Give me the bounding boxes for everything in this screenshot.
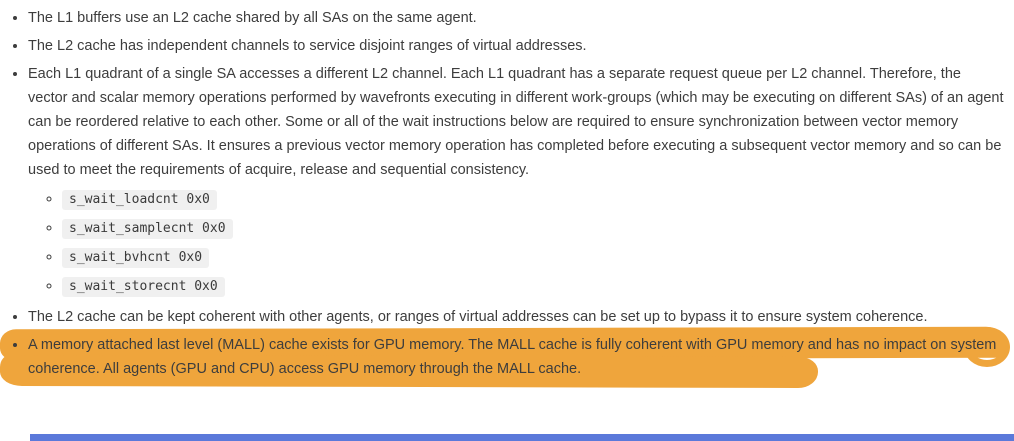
- code-span: s_wait_loadcnt 0x0: [62, 190, 217, 210]
- list-item-highlighted: A memory attached last level (MALL) cach…: [0, 326, 1010, 389]
- bullet-text: A memory attached last level (MALL) cach…: [28, 337, 997, 377]
- bullet-list: The L1 buffers use an L2 cache shared by…: [0, 6, 1014, 389]
- list-item-code: s_wait_storecnt 0x0: [62, 276, 1004, 297]
- bullet-text: The L2 cache has independent channels to…: [28, 38, 587, 54]
- list-item-code: s_wait_loadcnt 0x0: [62, 189, 1004, 210]
- bullet-text: The L2 cache can be kept coherent with o…: [28, 309, 928, 325]
- list-item: Each L1 quadrant of a single SA accesses…: [28, 62, 1004, 297]
- doc-page: The L1 buffers use an L2 cache shared by…: [0, 6, 1014, 441]
- list-item-code: s_wait_bvhcnt 0x0: [62, 247, 1004, 268]
- list-item: The L2 cache has independent channels to…: [28, 34, 1004, 58]
- bottom-blue-bar: [30, 434, 1014, 441]
- code-span: s_wait_samplecnt 0x0: [62, 219, 233, 239]
- list-item: The L1 buffers use an L2 cache shared by…: [28, 6, 1004, 30]
- bullet-text: The L1 buffers use an L2 cache shared by…: [28, 10, 477, 26]
- list-item: The L2 cache can be kept coherent with o…: [28, 305, 1004, 329]
- code-span: s_wait_bvhcnt 0x0: [62, 248, 210, 268]
- list-item-code: s_wait_samplecnt 0x0: [62, 218, 1004, 239]
- code-span: s_wait_storecnt 0x0: [62, 277, 225, 297]
- bullet-text: Each L1 quadrant of a single SA accesses…: [28, 66, 1004, 178]
- wait-instruction-list: s_wait_loadcnt 0x0 s_wait_samplecnt 0x0 …: [28, 189, 1004, 297]
